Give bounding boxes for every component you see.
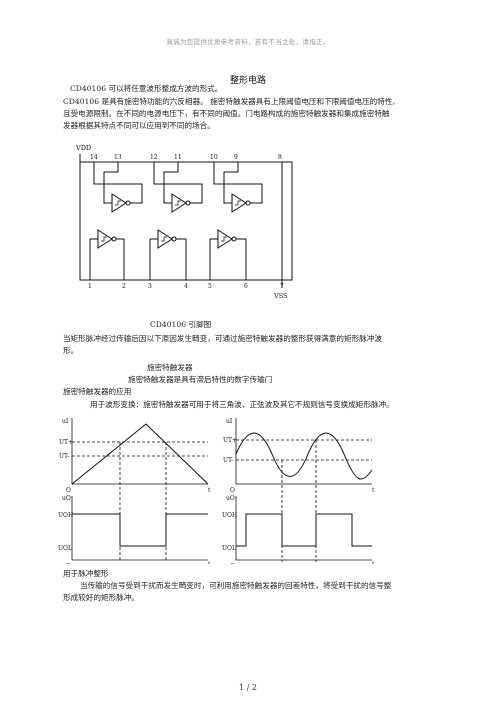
vss-label: VSS [273,292,288,300]
description-line-1: CD40106 是具有施密特功能的六反相器。 施密特触发器具有上限阈值电压和下限… [63,97,395,106]
page-title: 整形电路 [229,76,266,86]
pin-3: 3 [148,283,152,290]
origin-label-sine: O [230,487,235,494]
t-label-sine: t [372,487,375,494]
ut-plus-label-sine: UT+ [223,437,237,444]
pin-11: 11 [174,154,182,161]
uoh-label-sine: UOH [222,512,237,519]
uol-label: UOL [58,545,72,552]
pin-8: 8 [278,154,282,161]
ut-plus-label: UT+ [59,439,73,446]
header-note: 真诚为您提供优质参考资料，若有不当之处，请指正。 [166,38,330,46]
schmitt-definition: 施密特触发器是具有滞后特性的数字传输门 [128,375,273,384]
ui-label-sine: uI [226,418,233,425]
heading-schmitt: 施密特触发器 [147,363,193,372]
diagram-caption: CD40106 引脚图 [150,320,212,329]
ic-pinout-diagram: VDD VSS 14 13 12 11 10 9 8 1 2 3 4 5 6 7 [75,144,293,300]
ut-minus-label: UT- [59,453,69,460]
pin-9: 9 [234,154,238,161]
vdd-label: VDD [75,144,91,152]
uo-label-sine: uO [226,495,235,502]
ui-label: uI [62,418,69,425]
pin-12: 12 [150,154,158,161]
pin-2: 2 [122,283,126,290]
t-label-2: t [208,561,211,564]
description-line-3: 发器根据其特点不同可以应用到不同的场合。 [63,121,215,130]
pin-1: 1 [88,283,92,290]
uo-label: uO [62,495,71,502]
page-number: 1 / 2 [239,683,257,692]
pulse-line-2: 形成较好的矩形脉冲。 [63,593,139,602]
pin-5: 5 [208,283,212,290]
description-line-2: 且受电源限制。在不同的电源电压下，有不同的阈值。门电路构成的施密特触发器和集成施… [63,109,390,118]
pin-6: 6 [244,283,248,290]
heading-application: 施密特触发器的应用 [63,387,132,396]
sine-waveform-diagram: uI UT+ UT- O t uO UOH UOL O t [222,418,375,564]
heading-pulse-shaping: 用于脉冲整形 [63,569,109,578]
ut-minus-label-sine: UT- [223,457,233,464]
pin-10: 10 [210,154,218,161]
origin-label-sine-2: O [230,563,235,564]
t-label-sine-2: t [372,561,375,564]
triangle-waveform-diagram: uI UT+ UT- O t uO UOH UOL O t [58,418,211,564]
distortion-line-1: 当矩形脉冲经过传输后因以下原因发生畸变，可通过施密特触发器的整形获得满意的矩形脉… [63,334,382,343]
origin-label-2: O [66,563,71,564]
distortion-line-2: 形。 [63,346,79,355]
uol-label-sine: UOL [222,545,236,552]
intro-paragraph: CD40106 可以将任意波形整成方波的形式。 [70,84,223,93]
waveform-conversion-text: 用于波形变换：施密特触发器可用于将三角波、正弦波及其它不规则信号变换成矩形脉冲。 [90,400,394,409]
pulse-line-1: 当传输的信号受到干扰而发生畸变时，可利用施密特触发器的回差特性，将受到干扰的信号… [80,581,392,590]
pin-4: 4 [184,283,188,290]
uoh-label: UOH [58,512,73,519]
pin-13: 13 [114,154,122,161]
pin-7: 7 [280,283,284,290]
origin-label: O [66,487,71,494]
t-label: t [208,487,211,494]
pin-14: 14 [90,154,98,161]
